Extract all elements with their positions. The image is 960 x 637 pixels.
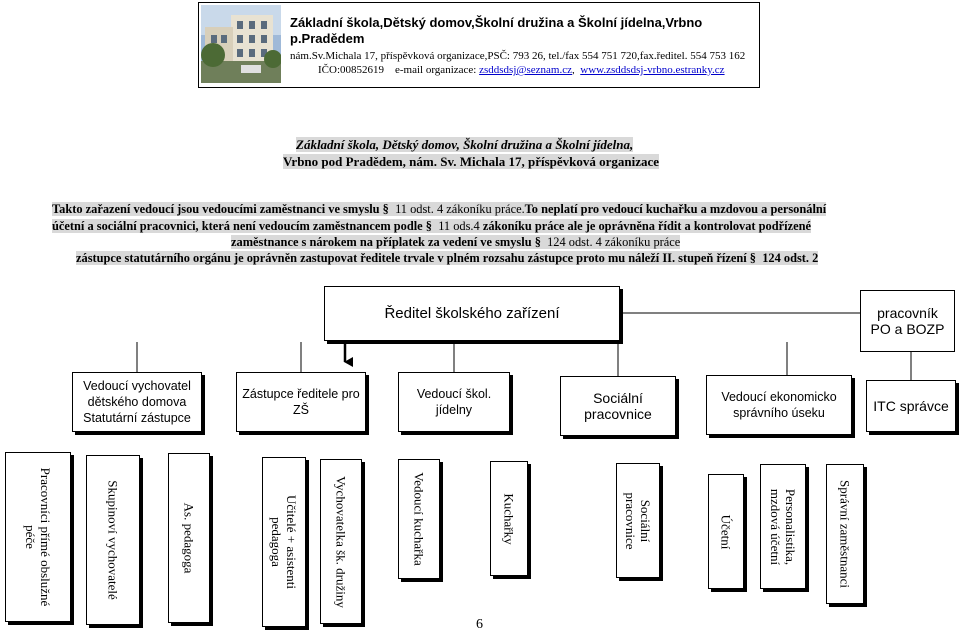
canteen-head-box[interactable]: Vedoucí škol.jídelny bbox=[398, 372, 510, 432]
payroll-box[interactable]: Personalistika,mzdová účetní bbox=[760, 464, 806, 589]
contact-block: nám.Sv.Michala 17, příspěvková organizac… bbox=[290, 49, 745, 77]
accountant-box[interactable]: Účetní bbox=[708, 474, 744, 589]
organization-title: Základní škola,Dětský domov,Školní druži… bbox=[290, 15, 703, 46]
admin-staff-box[interactable]: Správní zaměstnanci bbox=[826, 464, 864, 604]
director-box[interactable]: Ředitel školského zařízení bbox=[324, 286, 620, 341]
web-link[interactable]: www.zsddsdsj-vrbno.estranky.cz bbox=[580, 64, 725, 76]
address-line: nám.Sv.Michala 17, příspěvková organizac… bbox=[290, 50, 746, 62]
ico-email-line: IČO:00852619 e-mail organizace: zsddsdsj… bbox=[318, 64, 725, 76]
paragraph-line-4: zástupce statutárního orgánu je oprávněn… bbox=[76, 251, 819, 265]
cooks-box[interactable]: Kuchařky bbox=[490, 461, 528, 576]
paragraph-line-2: účetní a sociální pracovnici, která není… bbox=[52, 219, 811, 233]
paragraph-line-3: zaměstnance s nárokem na příplatek za ve… bbox=[231, 235, 681, 249]
group-educators-box[interactable]: Skupinoví vychovatelé bbox=[86, 455, 140, 625]
itc-admin-box[interactable]: ITC správce bbox=[866, 380, 956, 432]
ico: IČO:00852619 bbox=[318, 64, 384, 76]
paragraph-line-1: Takto zařazení vedoucí jsou vedoucími za… bbox=[52, 202, 827, 216]
head-cook-box[interactable]: Vedoucí kuchařka bbox=[398, 459, 440, 579]
subtitle-line-1: Základní škola, Dětský domov, Školní dru… bbox=[296, 137, 634, 152]
after-school-educator-box[interactable]: Vychovatelka šk. družiny bbox=[320, 459, 362, 624]
subtitle-line-2: Vrbno pod Pradědem, nám. Sv. Michala 17,… bbox=[283, 154, 660, 169]
letterhead-box bbox=[198, 2, 760, 88]
page-number: 6 bbox=[476, 617, 483, 632]
email-label: e-mail organizace: bbox=[395, 64, 477, 76]
school-building-photo bbox=[201, 5, 281, 83]
teaching-assistant-box[interactable]: As. pedagoga bbox=[168, 453, 210, 623]
email-link[interactable]: zsddsdsj@seznam.cz bbox=[479, 64, 573, 76]
